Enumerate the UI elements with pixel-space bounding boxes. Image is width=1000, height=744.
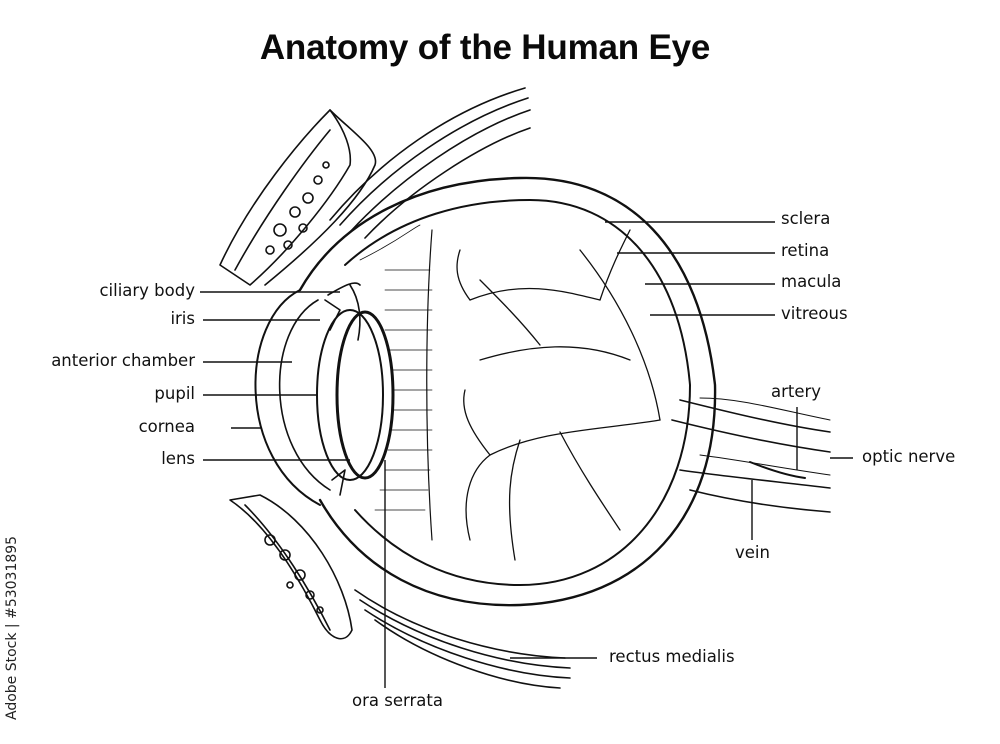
label-macula: macula: [781, 272, 842, 291]
label-cornea: cornea: [138, 417, 195, 436]
label-ora-serrata: ora serrata: [352, 691, 443, 710]
retinal-vessels: [456, 229, 661, 561]
label-optic-nerve: optic nerve: [862, 447, 956, 466]
retina-outline: [344, 199, 691, 586]
sclera-outline: [298, 176, 717, 607]
label-rectus-medialis: rectus medialis: [609, 647, 735, 666]
label-iris: iris: [170, 309, 195, 328]
label-vein: vein: [735, 543, 770, 562]
label-artery: artery: [771, 382, 822, 401]
label-lens: lens: [161, 449, 195, 468]
upper-muscle: [329, 87, 531, 239]
label-ciliary-body: ciliary body: [99, 281, 195, 300]
label-pupil: pupil: [154, 384, 195, 403]
rectus-medialis-muscle: [354, 589, 571, 689]
lens-shape: [316, 309, 384, 481]
label-anterior-chamber: anterior chamber: [51, 351, 195, 370]
upper-eyelid: [219, 109, 377, 286]
stock-watermark: Adobe Stock | #53031895: [4, 535, 20, 720]
lower-eyelid: [229, 494, 353, 640]
label-vitreous: vitreous: [781, 304, 848, 323]
label-sclera: sclera: [781, 209, 831, 228]
ora-serrata-band: [359, 224, 433, 541]
optic-nerve-shape: [671, 397, 831, 513]
diagram-title: Anatomy of the Human Eye: [259, 28, 711, 67]
cornea-outline: [254, 289, 321, 506]
label-retina: retina: [781, 241, 830, 260]
